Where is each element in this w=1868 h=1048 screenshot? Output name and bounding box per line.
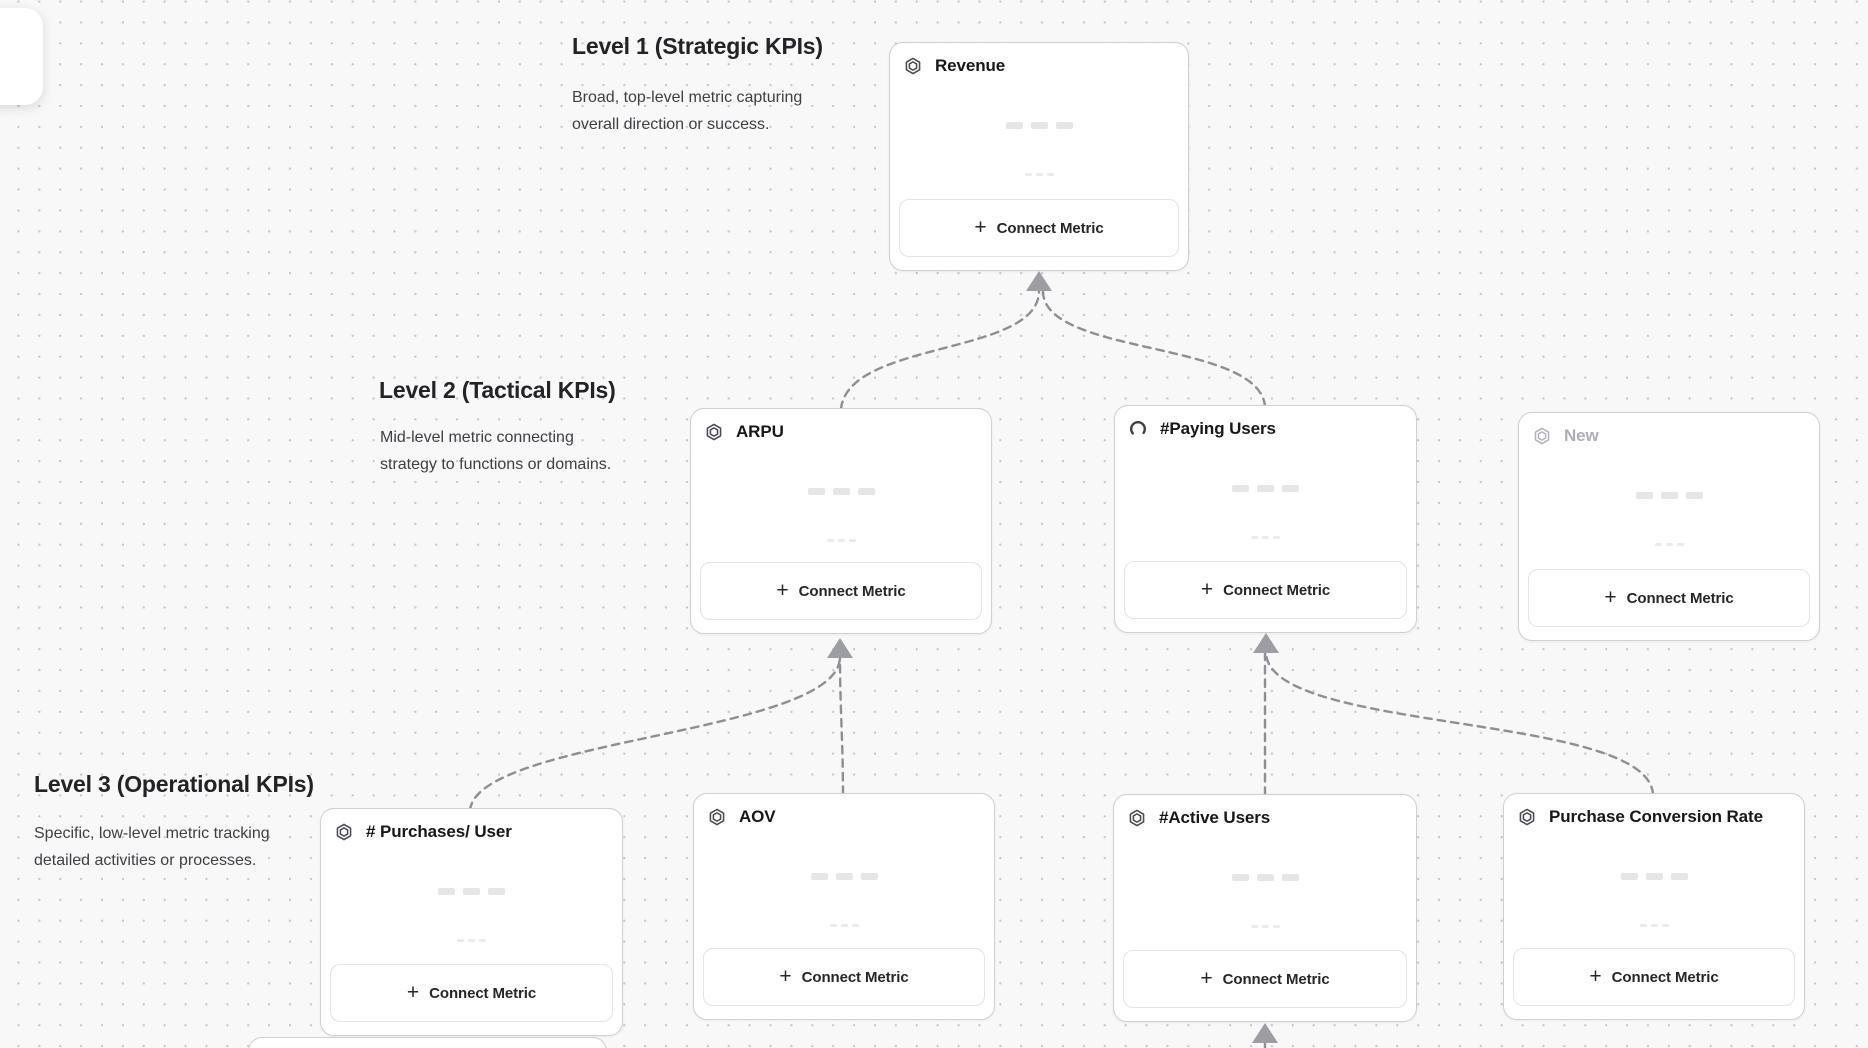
metric-card-revenue[interactable]: Revenue + Connect Metric [889,42,1189,271]
card-title: #Active Users [1159,808,1271,827]
spinner-icon [1129,420,1147,438]
card-header: # Purchases/ User [335,822,612,842]
skeleton-dashes [1114,925,1416,928]
connect-metric-button[interactable]: + Connect Metric [1528,569,1810,627]
connect-metric-button[interactable]: + Connect Metric [1123,950,1407,1008]
metric-card-arpu[interactable]: ARPU + Connect Metric [690,408,992,634]
level-1-description: Broad, top-level metric capturing overal… [572,89,803,133]
connect-metric-button[interactable]: + Connect Metric [703,948,985,1006]
arrowhead-icon [1252,1023,1278,1043]
plus-icon: + [1589,964,1602,988]
hexagon-icon [1128,809,1146,827]
skeleton-dashes [1115,536,1416,539]
card-title: New [1564,426,1599,445]
card-title: Revenue [935,56,1006,75]
plus-icon: + [1200,966,1213,990]
hexagon-icon [1518,808,1536,826]
arrowhead-icon [1253,633,1279,653]
plus-icon: + [406,980,420,1004]
connector-line [1264,650,1655,796]
card-header: AOV [708,807,984,827]
metric-card-new[interactable]: New + Connect Metric [1518,412,1820,641]
hexagon-icon [1533,427,1551,445]
card-title: # Purchases/ User [366,822,512,841]
level-3-heading: Level 3 (Operational KPIs) [34,771,314,797]
card-header: ARPU [705,422,981,442]
plus-icon: + [1604,585,1617,609]
connector-line [838,655,845,796]
card-title: AOV [739,807,776,826]
skeleton-bars [694,873,994,880]
skeleton-bars [890,122,1188,129]
metric-card-aov[interactable]: AOV + Connect Metric [693,793,995,1020]
hexagon-icon [335,823,353,841]
skeleton-bars [691,488,991,495]
connect-metric-button[interactable]: + Connect Metric [700,562,982,620]
card-header: Purchase Conversion Rate [1518,807,1794,827]
hexagon-icon [904,57,922,75]
arrowhead-icon [827,638,853,658]
skeleton-bars [1519,492,1819,499]
skeleton-bars [1115,485,1416,492]
skeleton-bars [1114,874,1416,881]
skeleton-dashes [1504,924,1804,927]
level-1-heading: Level 1 (Strategic KPIs) [572,33,823,59]
metric-card-purchase-conversion-rate[interactable]: Purchase Conversion Rate + Connect Metri… [1503,793,1805,1020]
card-title: Purchase Conversion Rate [1549,807,1763,826]
level-3-description: Specific, low-level metric tracking deta… [34,825,270,869]
skeleton-dashes [694,924,994,927]
card-header: #Active Users [1128,808,1406,828]
connector-line [839,289,1041,411]
skeleton-bars [321,888,622,895]
card-header: Revenue [904,56,1178,76]
card-header: New [1533,426,1809,446]
card-title: #Paying Users [1160,419,1276,438]
card-header: #Paying Users [1129,419,1406,439]
corner-toolbar-button[interactable] [0,8,43,105]
metric-card-purchases-per-user[interactable]: # Purchases/ User + Connect Metric [320,808,623,1036]
metric-card-paying-users[interactable]: #Paying Users + Connect Metric [1114,405,1417,633]
arrowhead-icon [1026,271,1052,291]
skeleton-dashes [691,539,991,542]
plus-icon: + [776,578,789,602]
level-2-heading: Level 2 (Tactical KPIs) [379,377,616,403]
connect-metric-button[interactable]: + Connect Metric [1124,561,1407,619]
connect-metric-button[interactable]: + Connect Metric [330,964,613,1022]
connector-line [468,655,842,812]
metric-card-active-users[interactable]: #Active Users + Connect Metric [1113,794,1417,1022]
cursor-stroke-icon [0,54,18,80]
card-title: ARPU [736,422,784,441]
connect-metric-button[interactable]: + Connect Metric [1513,948,1795,1006]
connector-line [1041,289,1267,408]
skeleton-dashes [890,173,1188,176]
metric-card-partial-bottom[interactable] [248,1037,607,1048]
plus-icon: + [779,964,792,988]
skeleton-dashes [321,939,622,942]
plus-icon: + [974,215,987,239]
hexagon-icon [705,423,723,441]
skeleton-bars [1504,873,1804,880]
hexagon-icon [708,808,726,826]
skeleton-dashes [1519,543,1819,546]
level-2-description: Mid-level metric connecting strategy to … [380,429,612,473]
plus-icon: + [1200,577,1214,601]
connect-metric-button[interactable]: + Connect Metric [899,199,1179,257]
